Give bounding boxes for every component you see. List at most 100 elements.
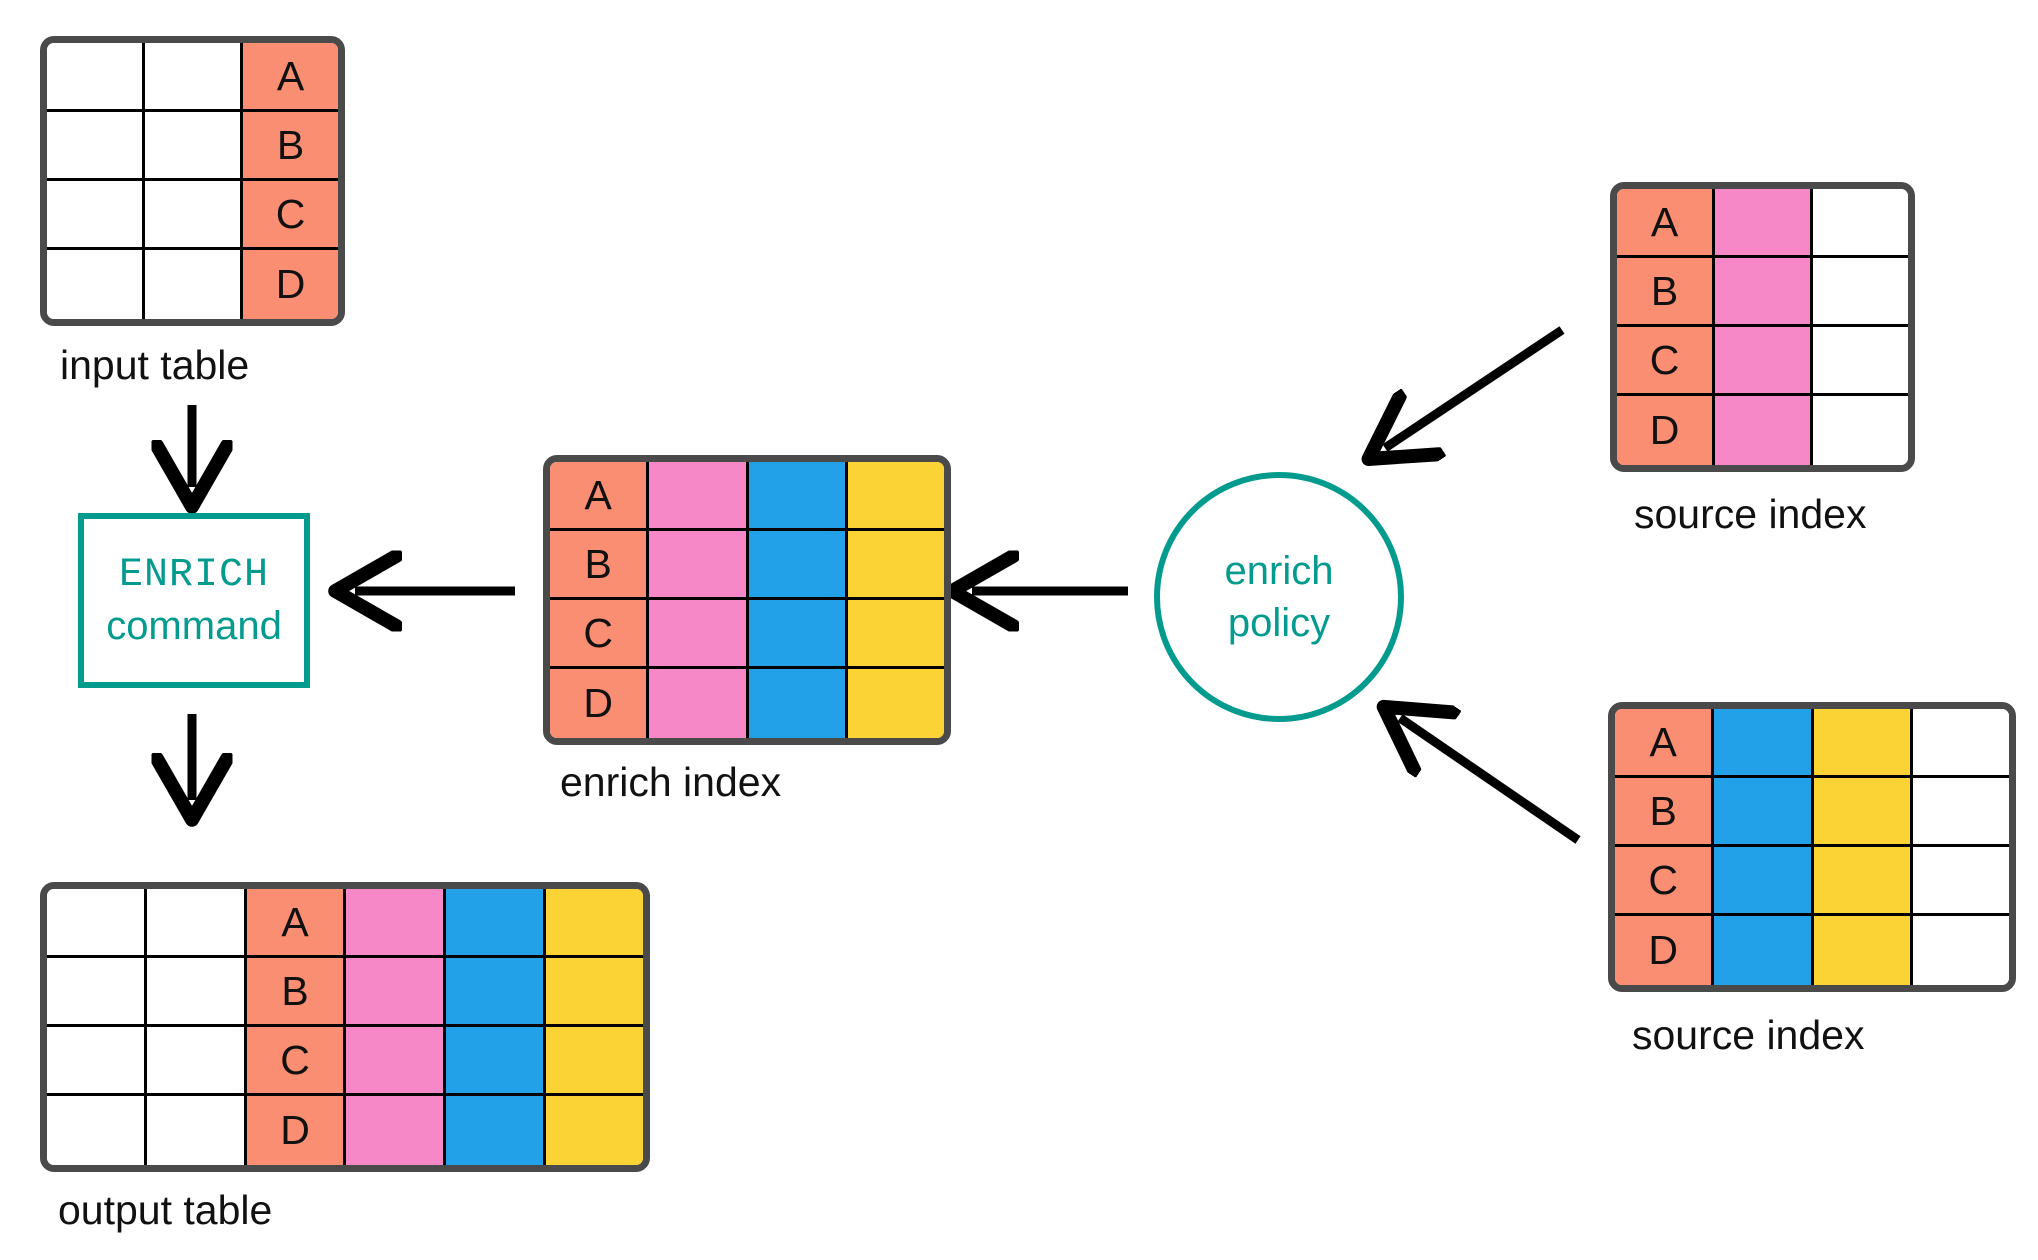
table-cell (145, 250, 243, 319)
table-cell-key: C (243, 181, 338, 250)
table-cell (546, 1027, 643, 1096)
table-cell (1813, 847, 1913, 916)
table-cell (546, 958, 643, 1027)
table-cell-key: A (246, 889, 347, 958)
input-table-caption: input table (60, 342, 250, 388)
table-cell (1813, 916, 1913, 985)
table-row: A (550, 462, 944, 531)
table-cell-key: C (246, 1027, 347, 1096)
table-cell (346, 1096, 447, 1165)
enrich-policy-line2: policy (1227, 601, 1331, 645)
table-cell (1912, 847, 2009, 916)
table-row: D (1617, 396, 1908, 465)
table-row: C (550, 600, 944, 669)
table-row: D (1615, 916, 2009, 985)
table-cell-key: B (1615, 778, 1715, 847)
table-cell (47, 112, 145, 181)
table-row: B (550, 531, 944, 600)
table-cell (748, 462, 848, 531)
table-row: A (1615, 709, 2009, 778)
table-cell (446, 889, 547, 958)
table-cell (1715, 258, 1813, 327)
table-cell-key: A (243, 43, 338, 112)
table-cell (346, 889, 447, 958)
table-row: C (1615, 847, 2009, 916)
table-row: C (47, 181, 338, 250)
table-cell (546, 889, 643, 958)
table-cell-key: C (550, 600, 650, 669)
table-cell (146, 1027, 247, 1096)
table-row: C (47, 1027, 643, 1096)
table-cell (1714, 847, 1814, 916)
table-cell (446, 1096, 547, 1165)
table-cell (47, 181, 145, 250)
table-cell (847, 462, 944, 531)
table-cell (748, 600, 848, 669)
table-cell (1912, 916, 2009, 985)
table-cell (847, 531, 944, 600)
enrich-command-box[interactable]: ENRICH command (78, 513, 310, 688)
table-cell (1912, 778, 2009, 847)
table-cell (1714, 709, 1814, 778)
table-cell-key: D (243, 250, 338, 319)
table-cell (649, 462, 749, 531)
table-cell-key: D (1615, 916, 1715, 985)
table-cell (546, 1096, 643, 1165)
table-cell-key: D (1617, 396, 1715, 465)
table-cell (847, 669, 944, 738)
arrow-source-index-bottom-to-enrich-policy (1400, 718, 1581, 844)
table-cell (748, 531, 848, 600)
table-cell (1714, 916, 1814, 985)
table-cell (47, 43, 145, 112)
source-index-bottom-caption: source index (1632, 1012, 1865, 1058)
table-cell (446, 958, 547, 1027)
table-cell-key: D (246, 1096, 347, 1165)
table-row: C (1617, 327, 1908, 396)
table-cell-key: D (550, 669, 650, 738)
table-row: B (47, 112, 338, 181)
table-row: B (47, 958, 643, 1027)
table-cell (47, 250, 145, 319)
enrich-index-caption: enrich index (560, 759, 782, 805)
table-row: B (1617, 258, 1908, 327)
table-cell-key: B (1617, 258, 1715, 327)
table-cell (47, 958, 147, 1027)
table-row: A (1617, 189, 1908, 258)
table-cell (145, 181, 243, 250)
table-cell (346, 1027, 447, 1096)
enrich-command-word: command (106, 603, 282, 648)
table-cell (1813, 396, 1908, 465)
table-cell-key: C (1617, 327, 1715, 396)
table-cell-key: A (550, 462, 650, 531)
table-cell-key: B (243, 112, 338, 181)
table-cell (1715, 189, 1813, 258)
table-cell (47, 1027, 147, 1096)
table-cell (1715, 396, 1813, 465)
table-cell (649, 531, 749, 600)
table-cell (1813, 709, 1913, 778)
table-row: D (550, 669, 944, 738)
table-cell-key: A (1615, 709, 1715, 778)
table-cell (649, 600, 749, 669)
enrich-policy-circle[interactable]: enrich policy (1154, 472, 1404, 722)
table-cell (1714, 778, 1814, 847)
table-cell-key: B (246, 958, 347, 1027)
table-cell (346, 958, 447, 1027)
arrow-source-index-top-to-enrich-policy (1385, 326, 1565, 448)
table-cell-key: C (1615, 847, 1715, 916)
table-cell (1813, 327, 1908, 396)
table-cell (446, 1027, 547, 1096)
table-cell (145, 43, 243, 112)
table-cell (1813, 189, 1908, 258)
table-cell (1813, 778, 1913, 847)
table-cell (1813, 258, 1908, 327)
enrich-command-keyword: ENRICH (118, 552, 270, 598)
table-row: A (47, 889, 643, 958)
table-cell (146, 889, 247, 958)
table-cell (146, 1096, 247, 1165)
enrich-policy-line1: enrich (1224, 549, 1334, 593)
